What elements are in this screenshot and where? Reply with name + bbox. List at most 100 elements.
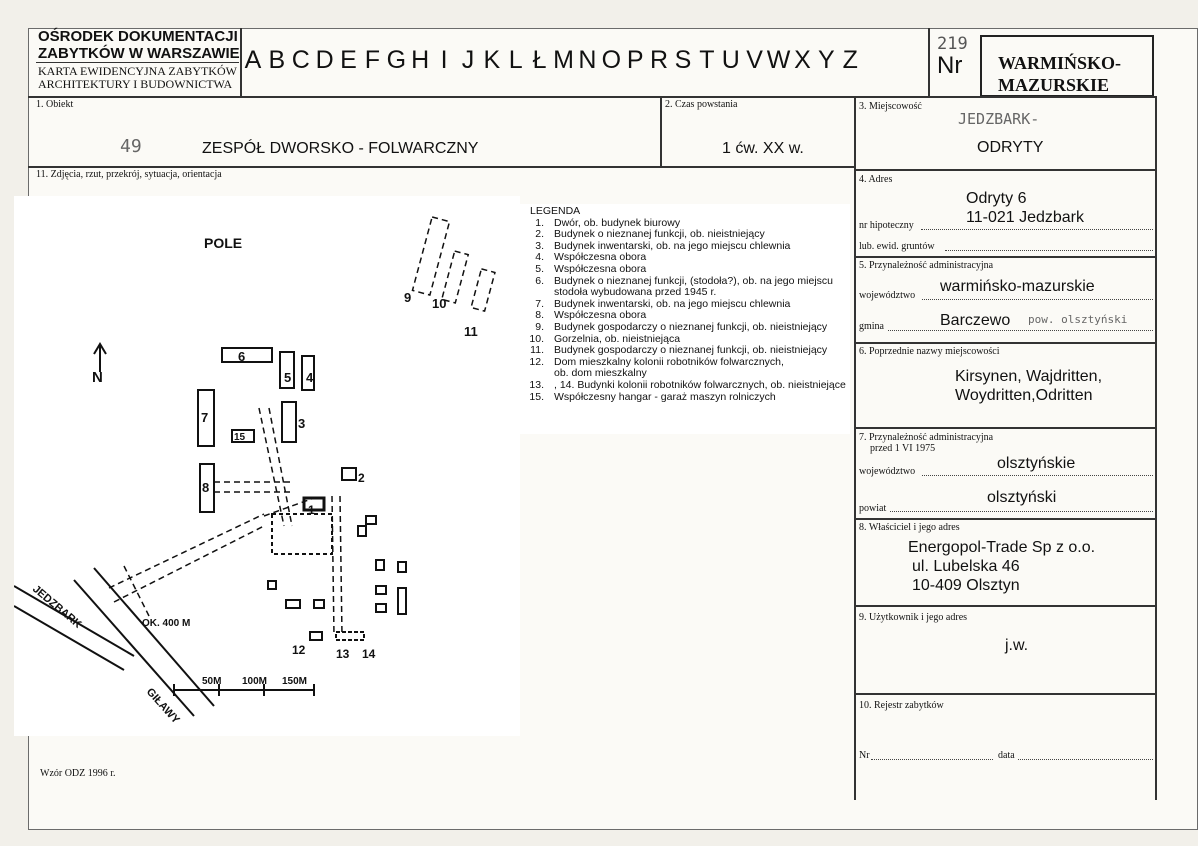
rule-row1-left (28, 166, 856, 168)
field5-gmina-value: Barczewo (940, 312, 1011, 329)
index-letter: Ł (532, 46, 547, 74)
legend-item-number: 6. (535, 274, 544, 287)
map-label-7: 7 (201, 410, 208, 425)
map-label-12: 12 (292, 643, 306, 657)
former-names-line1: Kirsynen, Wajdritten, (955, 368, 1103, 385)
legend-item: 3. Budynek inwentarski, ob. na jego miejs… (520, 239, 850, 253)
index-letter: W (766, 46, 791, 74)
legend-item: 1. Dwór, ob. budynek biurowy (520, 216, 850, 230)
field5-woj-value: warmińsko-mazurskie (940, 278, 1095, 295)
map-label-10: 10 (432, 296, 446, 311)
owner-line2: ul. Lubelska 46 (912, 558, 1020, 575)
field7-powiat-value: olsztyński (987, 489, 1057, 506)
rule-field9 (855, 693, 1156, 695)
legend-item-text: Współczesna obora (554, 262, 647, 275)
index-letter: M (553, 46, 574, 74)
small-building (397, 587, 407, 615)
scale-label-150: 150M (282, 676, 307, 687)
legend-item-text: Gorzelnia, ob. nieistniejąca (554, 332, 681, 345)
legend-item: 7.Budynek inwentarski, ob. na jego miejs… (520, 297, 850, 311)
index-letter: N (578, 46, 597, 74)
legend-item: 4. Współczesna obora (520, 252, 850, 264)
index-letter: J (461, 46, 475, 74)
legend-item-text: Budynek inwentarski, ob. na jego miejscu… (554, 239, 791, 252)
field11-label: 11. Zdjęcia, rzut, przekrój, sytuacja, o… (36, 169, 222, 180)
legend-item-number: 9. (535, 320, 544, 333)
road-edge (14, 585, 135, 657)
index-letter: F (364, 46, 381, 74)
legend-item-text: Budynek gospodarczy o nieznanej funkcji,… (554, 320, 828, 333)
building-2 (341, 467, 357, 481)
road-label-jedzbark: JEDZBARK (30, 583, 84, 631)
legend-item: 13., 14. Budynki kolonii robotników folw… (520, 378, 850, 392)
field2-value: 1 ćw. XX w. (722, 140, 804, 157)
field7-label2: przed 1 VI 1975 (870, 443, 936, 454)
register-nr-dotline (871, 759, 993, 760)
legend-item-number: 3. (535, 239, 544, 252)
field4-label: 4. Adres (859, 174, 893, 185)
map-label-3: 3 (298, 416, 305, 431)
scale-label-50: 50M (202, 676, 221, 687)
legend-item-text: ob. dom mieszkalny (554, 367, 647, 380)
legend-item-number: 4. (535, 251, 544, 264)
map-label-6: 6 (238, 349, 245, 364)
address-line1: Odryty 6 (966, 190, 1027, 207)
divider-right-column (854, 96, 856, 800)
rule-field7 (855, 518, 1156, 520)
hipoteczny-dotline (921, 229, 1153, 230)
road-edge (93, 567, 215, 707)
field8-label: 8. Właściciel i jego adres (859, 522, 960, 533)
small-building (267, 580, 277, 590)
building-13-14 (335, 631, 365, 641)
region-line2: MAZURSKIE (998, 75, 1110, 95)
field9-label: 9. Użytkownik i jego adres (859, 612, 968, 623)
legend-title: LEGENDA (530, 205, 581, 217)
legend-item-number: 7. (535, 297, 544, 310)
legend-item-text: Współczesna obora (554, 251, 647, 264)
index-letter: G (386, 46, 407, 74)
small-building (375, 603, 387, 613)
legend-item-text: Dom mieszkalny kolonii robotników folwar… (554, 355, 784, 368)
field3-handwritten: JEDZBARK- (958, 110, 1040, 128)
track (268, 407, 293, 527)
north-label: N (92, 369, 103, 386)
field7-label1: 7. Przynależność administracyjna (859, 432, 994, 443)
map-label-4: 4 (306, 370, 314, 385)
legend-item: 2.Budynek o nieznanej funkcji, ob. nieis… (520, 229, 850, 241)
index-letter: V (746, 46, 763, 74)
small-building (397, 561, 407, 573)
legend-item-number: 13. (529, 378, 544, 391)
legend-item: 5.Współczesna obora (520, 262, 850, 276)
distance-note: OK. 400 M (142, 618, 190, 629)
form-template-note: Wzór ODZ 1996 r. (40, 768, 116, 779)
index-letter: B (268, 46, 286, 74)
legend-item-text: Budynek gospodarczy o nieznanej funkcji,… (554, 344, 828, 357)
scale-label-100: 100M (242, 676, 267, 687)
legend-item-number: 1. (535, 216, 544, 229)
building-6 (221, 347, 273, 363)
building-9 (411, 216, 451, 296)
field3-value: ODRYTY (977, 139, 1044, 156)
north-arrow (93, 342, 107, 372)
field2-label: 2. Czas powstania (665, 99, 738, 110)
small-building (285, 599, 301, 609)
legend-item: 9. Budynek gospodarczy o nieznanej funkcj… (520, 320, 850, 334)
small-building (365, 515, 377, 525)
index-letter: Z (842, 46, 858, 74)
building-5 (279, 351, 295, 389)
legend-item-text: Dwór, ob. budynek biurowy (554, 216, 681, 229)
building-12 (309, 631, 323, 641)
site-plan-sheet (14, 196, 520, 736)
field3-label: 3. Miejscowość (859, 101, 922, 112)
map-label-1: 1 (308, 503, 315, 517)
index-letter: I (440, 46, 448, 74)
road-edge (14, 605, 125, 671)
park-area (271, 513, 333, 555)
map-label-8: 8 (202, 480, 209, 495)
rule-field5 (855, 342, 1156, 344)
small-building (375, 559, 385, 571)
index-letter: U (721, 46, 740, 74)
field7-powiat-label: powiat (859, 503, 887, 514)
